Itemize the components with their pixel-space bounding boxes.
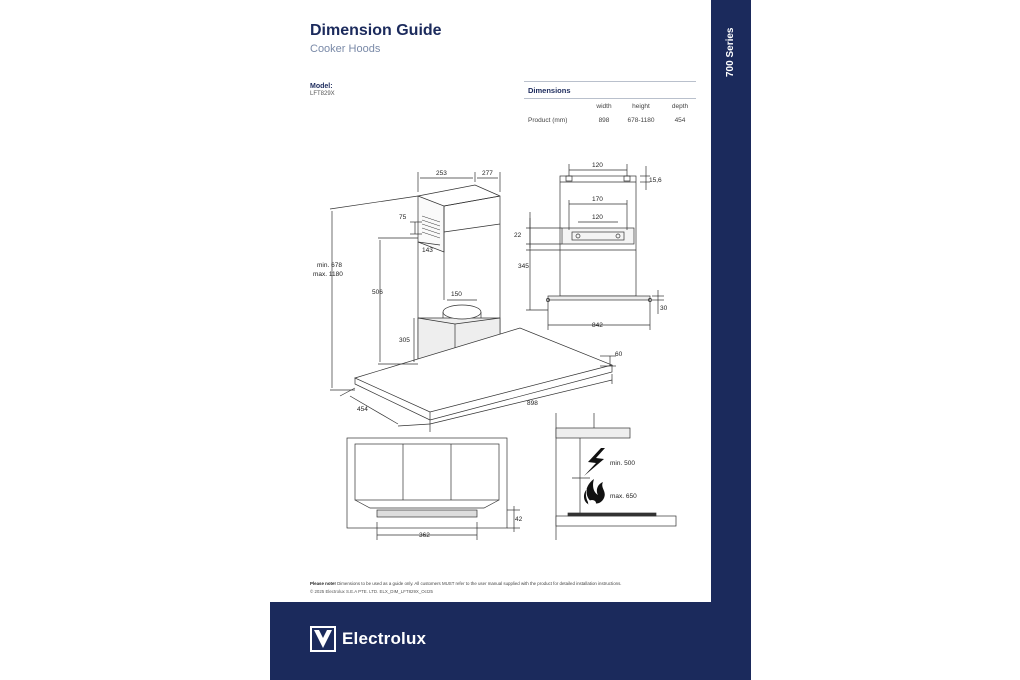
dim-duct-diameter: 150 xyxy=(451,291,462,298)
dim-depth: 454 xyxy=(357,406,368,413)
lightning-icon xyxy=(584,448,605,476)
dim-mount-inner: 120 xyxy=(592,214,603,221)
note-text: Dimensions to be used as a guide only. A… xyxy=(335,581,622,586)
dim-top-offset-front: 15,6 xyxy=(649,177,662,184)
dim-grease-width: 362 xyxy=(419,532,430,539)
value-height: 678-1180 xyxy=(627,116,655,124)
dim-canopy-thickness: 60 xyxy=(615,351,623,358)
page-subtitle: Cooker Hoods xyxy=(310,43,381,55)
dim-max-height: max. 1180 xyxy=(313,271,343,278)
brand-logo: Electrolux xyxy=(310,626,426,652)
dim-top-bracket: 120 xyxy=(592,162,603,169)
front-view-drawing xyxy=(526,164,664,330)
table-header-row: width height depth xyxy=(524,99,696,113)
dim-canopy-offset: 30 xyxy=(660,305,668,312)
model-label: Model: xyxy=(310,83,333,90)
dim-vent-depth: 143 xyxy=(422,247,433,254)
bottom-view-drawing xyxy=(346,437,520,540)
dim-chimney-depth: 277 xyxy=(482,170,493,177)
iso-hood-drawing xyxy=(329,172,616,432)
dimension-labels: 253 277 75 143 min. 678 max. 1180 506 15… xyxy=(313,162,668,539)
copyright-text: © 2025 Electrolux S.E.A PTE. LTD. ELX_DI… xyxy=(310,589,433,594)
electrolux-logo-icon xyxy=(310,626,336,652)
dim-mount-width: 170 xyxy=(592,196,603,203)
clearance-view-drawing xyxy=(555,413,677,540)
dim-min-height: min. 678 xyxy=(317,262,342,269)
footer-band xyxy=(270,602,751,680)
dimensions-table: Dimensions width height depth Product (m… xyxy=(524,81,696,127)
value-depth: 454 xyxy=(674,116,686,124)
note-bold: Please note! xyxy=(310,581,336,586)
table-row: Product (mm) 898 678-1180 454 xyxy=(524,113,696,127)
disclaimer-note: Please note! Dimensions to be used as a … xyxy=(310,581,622,586)
table-top-rule xyxy=(524,81,696,82)
header-width: width xyxy=(596,102,612,110)
dim-upper-height: 506 xyxy=(372,289,383,296)
model-value: LFT829X xyxy=(310,91,335,97)
row-label: Product (mm) xyxy=(528,116,568,124)
value-width: 898 xyxy=(598,116,610,124)
dim-canopy-width: 842 xyxy=(592,322,603,329)
clearance-electric-label: min. 500 xyxy=(610,460,635,467)
dim-grease-offset: 42 xyxy=(515,516,523,523)
dim-body-height: 345 xyxy=(518,263,529,270)
page-title: Dimension Guide xyxy=(310,22,442,39)
clearance-gas-label: max. 650 xyxy=(610,493,637,500)
series-sidebar xyxy=(711,0,751,680)
dim-width: 898 xyxy=(527,400,538,407)
flame-icon xyxy=(583,479,605,506)
header-height: height xyxy=(632,102,650,110)
dim-chimney-width: 253 xyxy=(436,170,447,177)
header-depth: depth xyxy=(671,102,689,110)
dim-motor-height: 305 xyxy=(399,337,410,344)
dim-top-offset: 75 xyxy=(399,214,407,221)
dimensions-title: Dimensions xyxy=(524,82,696,99)
brand-name: Electrolux xyxy=(342,629,427,648)
dim-mount-height: 22 xyxy=(514,232,522,239)
